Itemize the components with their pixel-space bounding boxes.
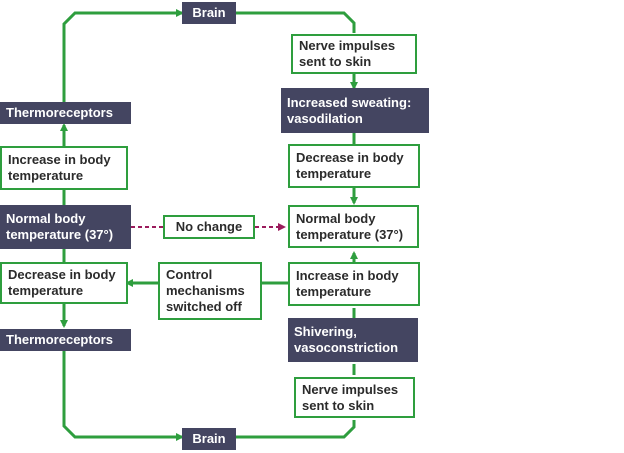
normal-left-box: Normal body temperature (37°) <box>0 205 131 249</box>
sweating-box: Increased sweating: vasodilation <box>281 88 429 133</box>
sweating-label: Increased sweating: vasodilation <box>287 94 412 126</box>
connector-thermo-to-brain-top <box>62 9 184 102</box>
thermoreceptors-bottom-label: Thermoreceptors <box>6 332 113 347</box>
nerve-impulses-bottom-label: Nerve impulses sent to skin <box>302 381 399 413</box>
connector-brain-bottom-to-nerve <box>236 420 356 439</box>
nerve-impulses-top-label: Nerve impulses sent to skin <box>299 38 396 69</box>
control-mechanisms-label: Control mechanisms switched off <box>166 267 245 314</box>
control-mechanisms-box: Control mechanisms switched off <box>158 262 262 320</box>
increase-right-box: Increase in body temperature <box>288 262 420 306</box>
increase-left-box: Increase in body temperature <box>0 146 128 190</box>
no-change-label: No change <box>175 219 243 234</box>
normal-right-label: Normal body temperature (37°) <box>296 210 404 242</box>
connector-brain-top-to-nerve <box>236 11 356 33</box>
brain-bottom-box: Brain <box>182 428 236 450</box>
brain-top-box: Brain <box>182 2 236 24</box>
normal-left-label: Normal body temperature (37°) <box>6 211 114 242</box>
increase-left-label: Increase in body temperature <box>8 152 111 183</box>
no-change-box: No change <box>163 215 255 239</box>
brain-top-label: Brain <box>192 5 226 20</box>
nerve-impulses-top-box: Nerve impulses sent to skin <box>291 34 417 74</box>
brain-bottom-label: Brain <box>192 431 226 446</box>
thermoreceptors-top-box: Thermoreceptors <box>0 102 131 124</box>
decrease-left-box: Decrease in body temperature <box>0 262 128 304</box>
shivering-label: Shivering, vasoconstriction <box>294 324 399 355</box>
shivering-box: Shivering, vasoconstriction <box>288 318 418 362</box>
decrease-right-box: Decrease in body temperature <box>288 144 420 188</box>
nerve-impulses-bottom-box: Nerve impulses sent to skin <box>294 377 415 418</box>
thermoreceptors-bottom-box: Thermoreceptors <box>0 329 131 351</box>
increase-right-label: Increase in body temperature <box>296 268 399 299</box>
thermoreceptors-top-label: Thermoreceptors <box>6 105 113 120</box>
normal-right-box: Normal body temperature (37°) <box>288 205 419 248</box>
connector-thermo-to-brain-bottom <box>62 351 184 441</box>
decrease-left-label: Decrease in body temperature <box>8 267 116 298</box>
decrease-right-label: Decrease in body temperature <box>296 150 404 181</box>
